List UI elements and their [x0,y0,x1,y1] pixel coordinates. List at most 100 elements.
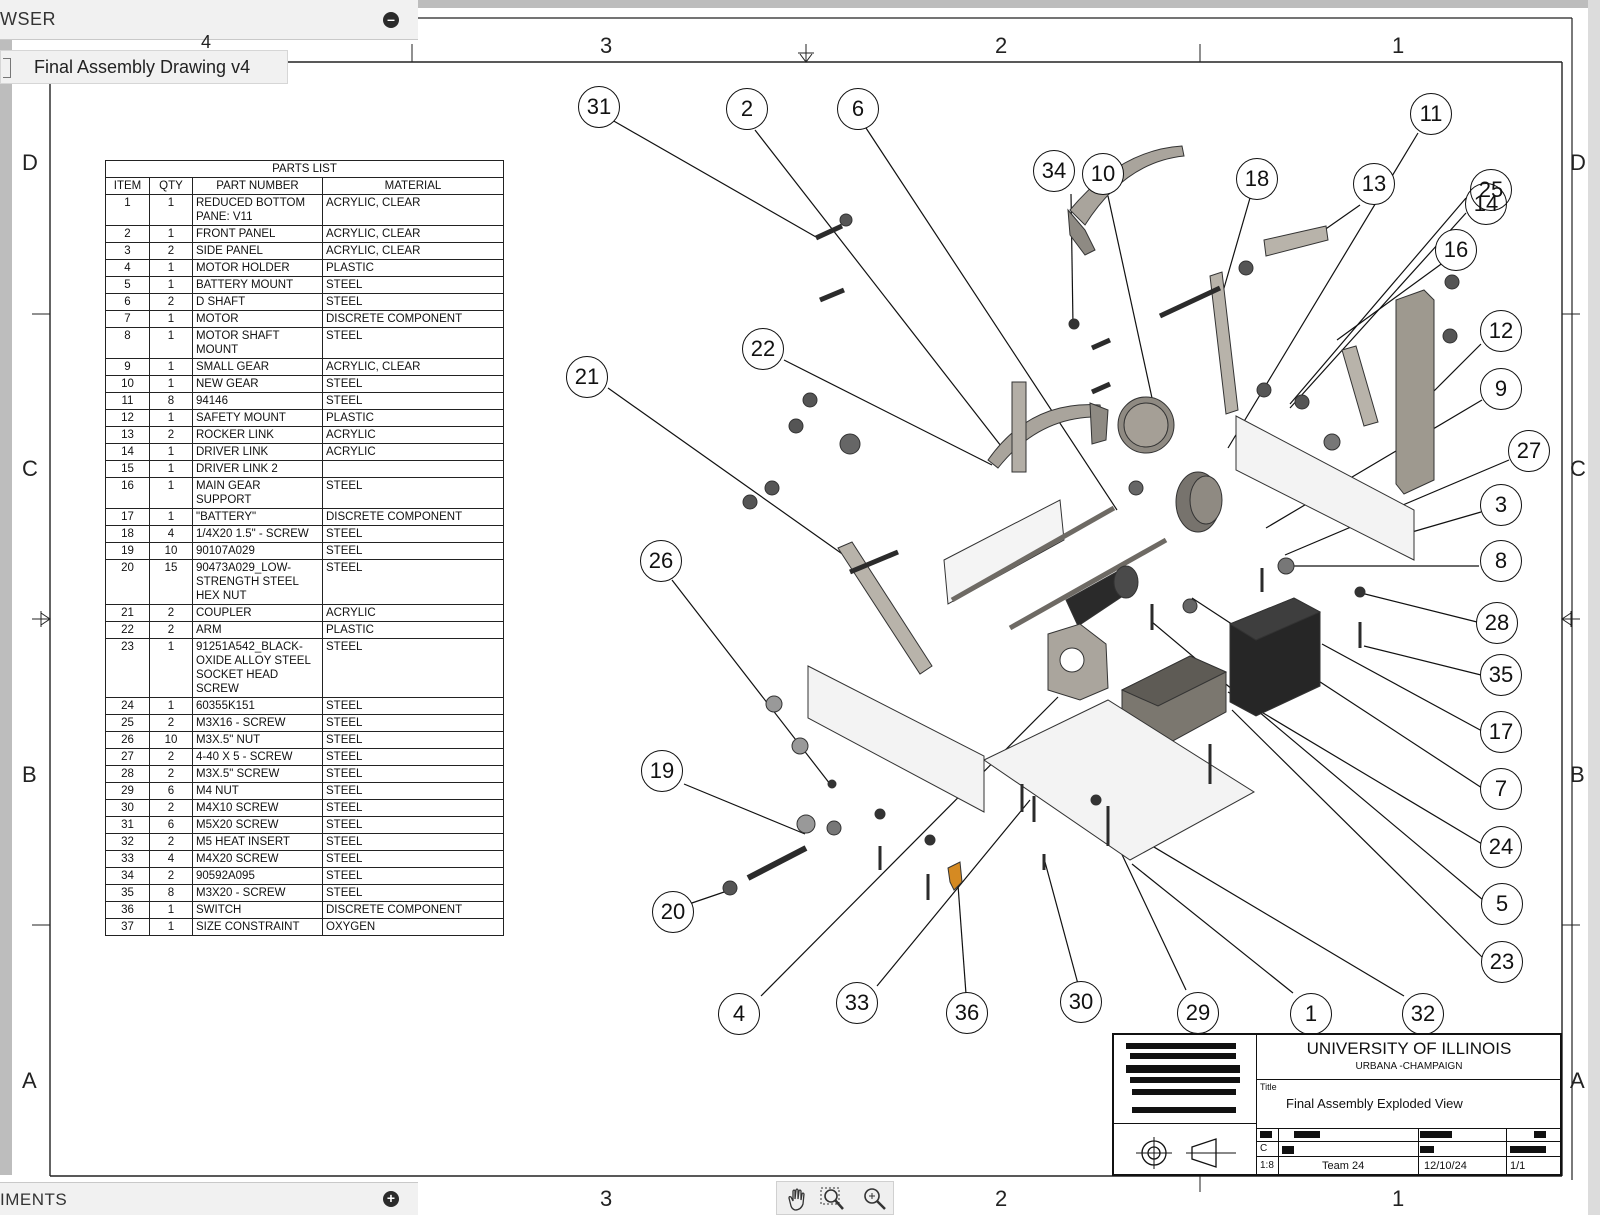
cell-qty: 2 [149,867,193,885]
column-header-part-number: PART NUMBER [192,177,323,195]
cell-item: 2 [105,225,150,243]
zone-label-top-4: 4 [201,32,212,52]
cell-material: STEEL [322,884,504,902]
title-block-campus: URBANA -CHAMPAIGN [1355,1061,1463,1072]
balloon-33: 33 [836,982,878,1024]
balloon-20: 20 [652,891,694,933]
balloon-6: 6 [837,88,879,130]
cell-qty: 8 [149,392,193,410]
document-icon [3,58,11,78]
cell-item: 21 [105,604,150,622]
column-header-item: ITEM [105,177,150,195]
comments-panel-header[interactable]: IMENTS + [0,1182,418,1215]
cell-qty: 1 [149,477,193,509]
minus-circle-icon[interactable]: – [383,12,399,28]
cell-part-number: MOTOR [192,310,323,328]
cell-qty: 1 [149,443,193,461]
zoom-window-icon[interactable] [819,1186,847,1212]
third-angle-projection-icon [1136,1137,1236,1169]
document-tab[interactable]: Final Assembly Drawing v4 [0,50,288,84]
title-block-sheet: 1/1 [1510,1160,1526,1172]
balloon-10: 10 [1082,153,1124,195]
cell-item: 22 [105,621,150,639]
plus-circle-icon[interactable]: + [383,1191,399,1207]
cell-item: 6 [105,293,150,311]
cell-part-number: SWITCH [192,901,323,919]
zone-label-top-3: 3 [600,33,613,58]
cell-material: STEEL [322,748,504,766]
cell-material: STEEL [322,392,504,410]
cell-material: PLASTIC [322,621,504,639]
centering-mark-left [32,611,51,627]
balloon-31: 31 [578,86,620,128]
cell-qty: 1 [149,901,193,919]
cell-qty: 10 [149,542,193,560]
cell-part-number: D SHAFT [192,293,323,311]
cell-part-number: FRONT PANEL [192,225,323,243]
cell-material: STEEL [322,714,504,732]
cell-material: ACRYLIC [322,443,504,461]
pan-hand-icon[interactable] [783,1186,811,1212]
cell-item: 14 [105,443,150,461]
cell-item: 18 [105,525,150,543]
cell-qty: 6 [149,782,193,800]
canvas-right-edge [1588,0,1600,1215]
cell-item: 13 [105,426,150,444]
redacted-bar [1130,1077,1240,1083]
balloon-27: 27 [1508,430,1550,472]
cell-item: 34 [105,867,150,885]
cell-qty: 1 [149,310,193,328]
cell-qty: 2 [149,242,193,260]
title-block-drawing-title: Final Assembly Exploded View [1286,1096,1463,1111]
balloon-9: 9 [1480,368,1522,410]
title-block-title-label: Title [1260,1082,1277,1092]
cell-item: 32 [105,833,150,851]
redacted-bar [1132,1107,1236,1113]
balloon-12: 12 [1480,310,1522,352]
cell-qty: 15 [149,559,193,605]
cell-material: ACRYLIC [322,604,504,622]
cell-part-number: 91251A542_BLACK-OXIDE ALLOY STEEL SOCKET… [192,638,323,698]
browser-panel-header[interactable]: WSER – [0,0,418,40]
cell-item: 15 [105,460,150,478]
cell-item: 31 [105,816,150,834]
redacted-bar [1126,1043,1236,1049]
cell-part-number: M5 HEAT INSERT [192,833,323,851]
cell-part-number: 60355K151 [192,697,323,715]
cell-material: STEEL [322,477,504,509]
cell-qty: 2 [149,799,193,817]
zone-label-right-a: A [1570,1068,1585,1093]
balloon-22: 22 [742,328,784,370]
balloon-36: 36 [946,992,988,1034]
cell-qty: 1 [149,327,193,359]
cell-material: STEEL [322,782,504,800]
canvas-left-edge [0,40,12,1175]
leader-lines [607,119,1510,997]
zone-label-right-b: B [1570,762,1585,787]
cell-part-number: DRIVER LINK 2 [192,460,323,478]
zone-label-bottom-3: 3 [600,1186,613,1211]
cell-part-number: M3X.5" NUT [192,731,323,749]
cell-material: STEEL [322,375,504,393]
cell-material: PLASTIC [322,259,504,277]
zoom-icon[interactable] [861,1186,889,1212]
cell-item: 36 [105,901,150,919]
cell-qty: 1 [149,638,193,698]
cell-item: 29 [105,782,150,800]
cell-item: 28 [105,765,150,783]
balloon-17: 17 [1480,711,1522,753]
title-block-size: C [1260,1143,1268,1154]
